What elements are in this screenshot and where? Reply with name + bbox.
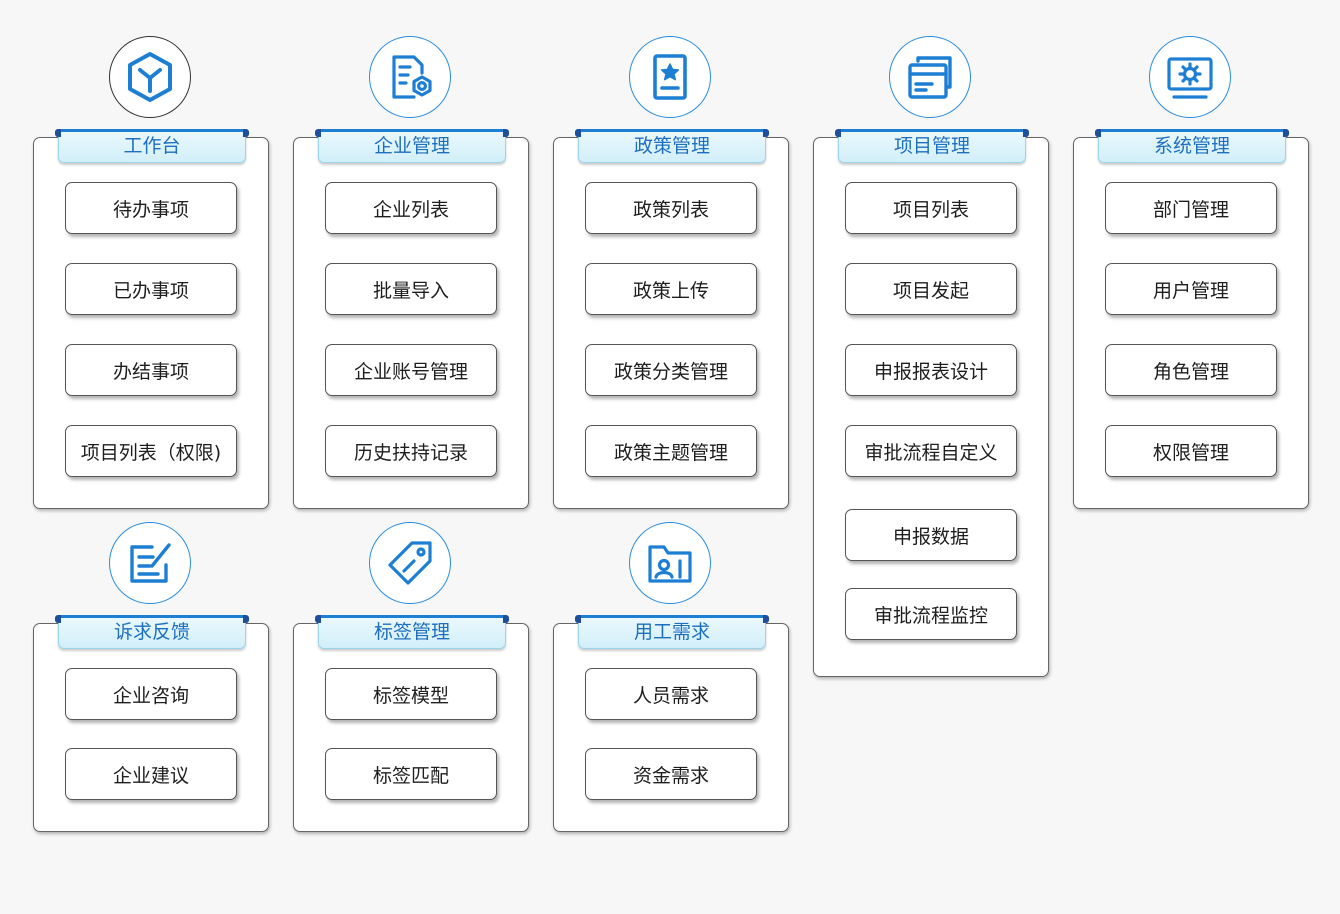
menu-item-policy-upload[interactable]: 政策上传 bbox=[585, 263, 757, 315]
menu-item-role[interactable]: 角色管理 bbox=[1105, 344, 1277, 396]
module-title: 政策管理 bbox=[575, 129, 769, 163]
menu-item-user[interactable]: 用户管理 bbox=[1105, 263, 1277, 315]
menu-item-project-list[interactable]: 项目列表 bbox=[845, 182, 1017, 234]
cube-icon bbox=[109, 36, 191, 118]
menu-item-support-history[interactable]: 历史扶持记录 bbox=[325, 425, 497, 477]
windows-icon bbox=[889, 36, 971, 118]
tag-icon bbox=[369, 522, 451, 604]
document-gear-icon bbox=[369, 36, 451, 118]
module-title: 项目管理 bbox=[835, 129, 1029, 163]
module-title: 标签管理 bbox=[315, 615, 509, 649]
module-title: 企业管理 bbox=[315, 129, 509, 163]
module-title: 诉求反馈 bbox=[55, 615, 249, 649]
module-card: 政策管理 政策列表 政策上传 政策分类管理 政策主题管理 bbox=[553, 129, 789, 509]
module-card: 企业管理 企业列表 批量导入 企业账号管理 历史扶持记录 bbox=[293, 129, 529, 509]
edit-icon bbox=[109, 522, 191, 604]
star-document-icon bbox=[629, 36, 711, 118]
menu-item-workflow-custom[interactable]: 审批流程自定义 bbox=[845, 425, 1017, 477]
menu-item-closed-tasks[interactable]: 办结事项 bbox=[65, 344, 237, 396]
module-card: 系统管理 部门管理 用户管理 角色管理 权限管理 bbox=[1073, 129, 1309, 509]
menu-item-enterprise-consult[interactable]: 企业咨询 bbox=[65, 668, 237, 720]
menu-item-permission[interactable]: 权限管理 bbox=[1105, 425, 1277, 477]
menu-item-enterprise-list[interactable]: 企业列表 bbox=[325, 182, 497, 234]
module-title: 系统管理 bbox=[1095, 129, 1289, 163]
menu-item-pending-tasks[interactable]: 待办事项 bbox=[65, 182, 237, 234]
menu-item-policy-list[interactable]: 政策列表 bbox=[585, 182, 757, 234]
menu-item-policy-topic[interactable]: 政策主题管理 bbox=[585, 425, 757, 477]
module-card: 用工需求 人员需求 资金需求 bbox=[553, 615, 789, 832]
module-card: 工作台 待办事项 已办事项 办结事项 项目列表（权限) bbox=[33, 129, 269, 509]
menu-item-policy-category[interactable]: 政策分类管理 bbox=[585, 344, 757, 396]
menu-item-department[interactable]: 部门管理 bbox=[1105, 182, 1277, 234]
module-title: 用工需求 bbox=[575, 615, 769, 649]
menu-item-project-list-permission[interactable]: 项目列表（权限) bbox=[65, 425, 237, 477]
menu-item-workflow-monitor[interactable]: 审批流程监控 bbox=[845, 588, 1017, 640]
module-card: 标签管理 标签模型 标签匹配 bbox=[293, 615, 529, 832]
module-title: 工作台 bbox=[55, 129, 249, 163]
menu-item-project-initiate[interactable]: 项目发起 bbox=[845, 263, 1017, 315]
person-folder-icon bbox=[629, 522, 711, 604]
menu-item-personnel-demand[interactable]: 人员需求 bbox=[585, 668, 757, 720]
menu-item-tag-match[interactable]: 标签匹配 bbox=[325, 748, 497, 800]
module-card: 诉求反馈 企业咨询 企业建议 bbox=[33, 615, 269, 832]
menu-item-enterprise-suggest[interactable]: 企业建议 bbox=[65, 748, 237, 800]
menu-item-completed-tasks[interactable]: 已办事项 bbox=[65, 263, 237, 315]
module-card: 项目管理 项目列表 项目发起 申报报表设计 审批流程自定义 申报数据 审批流程监… bbox=[813, 129, 1049, 677]
menu-item-tag-model[interactable]: 标签模型 bbox=[325, 668, 497, 720]
menu-item-funding-demand[interactable]: 资金需求 bbox=[585, 748, 757, 800]
menu-item-report-design[interactable]: 申报报表设计 bbox=[845, 344, 1017, 396]
monitor-gear-icon bbox=[1149, 36, 1231, 118]
menu-item-batch-import[interactable]: 批量导入 bbox=[325, 263, 497, 315]
menu-item-enterprise-account[interactable]: 企业账号管理 bbox=[325, 344, 497, 396]
menu-item-report-data[interactable]: 申报数据 bbox=[845, 509, 1017, 561]
